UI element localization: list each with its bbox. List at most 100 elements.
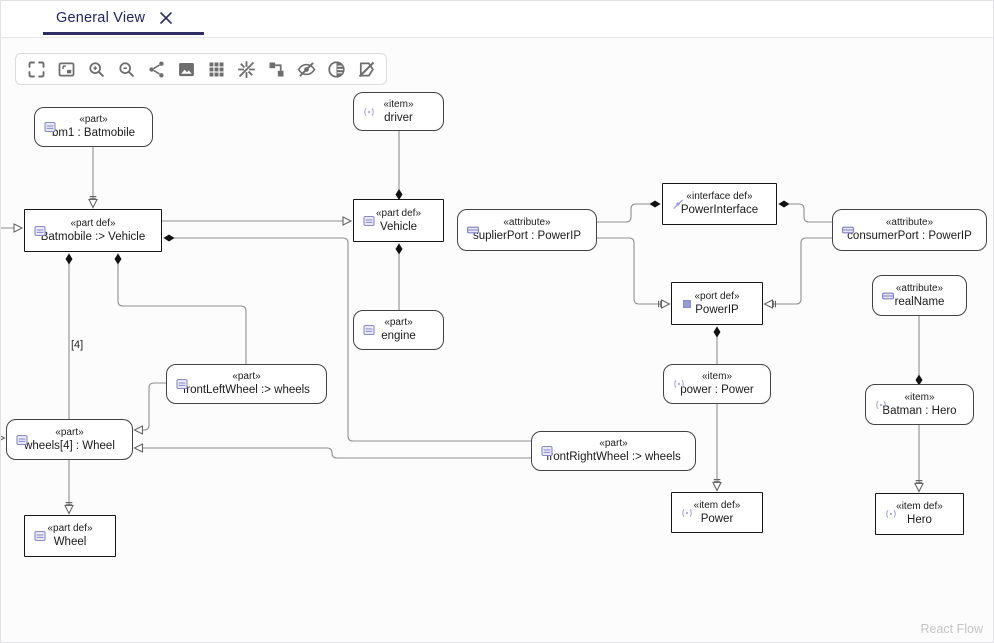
node-front-left-wheel[interactable]: «part»frontLeftWheel :> wheels — [166, 364, 327, 404]
part-icon — [363, 215, 375, 226]
diagram-canvas[interactable]: «part»bm1 : Batmobile«item»driver«part d… — [1, 38, 993, 642]
node-name: Batman : Hero — [882, 404, 957, 417]
node-name: bm1 : Batmobile — [51, 127, 136, 139]
node-stereotype: «item def» — [896, 501, 943, 512]
part-icon — [176, 378, 188, 390]
node-suplier-port[interactable]: «attribute» suplierPort : PowerIP — [457, 209, 597, 251]
auto-layout-icon — [269, 62, 283, 76]
edge-layer — [1, 131, 924, 515]
react-flow-attribution[interactable]: React Flow — [920, 622, 983, 636]
item-icon — [682, 508, 692, 517]
toolbar-zoom-in-button[interactable] — [83, 57, 109, 81]
item-icon — [364, 107, 374, 116]
fit-view-icon — [58, 62, 74, 76]
node-name: wheels[4] : Wheel — [24, 439, 115, 452]
toolbar-snap-off-button[interactable] — [233, 57, 259, 81]
edge-suplier-to-powerinterface[interactable] — [597, 200, 661, 223]
node-stereotype: «item» — [383, 98, 414, 110]
edge-multiplicity-label: [4] — [71, 339, 84, 351]
node-stereotype: «part def» — [375, 207, 422, 219]
active-tab-indicator — [43, 32, 204, 35]
node-wheel-def[interactable]: «part def» Wheel — [24, 515, 116, 557]
item-icon — [876, 400, 886, 409]
node-bm1[interactable]: «part» bm1 : Batmobile — [34, 107, 153, 147]
node-power-interface[interactable]: «interface def»PowerInterface — [662, 183, 777, 225]
tab-label: General View — [56, 9, 146, 26]
node-engine[interactable]: «part» engine — [353, 310, 444, 350]
node-stereotype: «part» — [79, 114, 108, 125]
node-stereotype: «item» — [701, 371, 732, 382]
node-hero-def[interactable]: «item def»Hero — [875, 493, 964, 535]
node-powerip-def[interactable]: «port def»PowerIP — [671, 282, 763, 325]
node-stereotype: «part» — [232, 371, 261, 382]
edge-frontright-to-wheels[interactable] — [133, 443, 532, 459]
part-icon — [44, 121, 56, 133]
node-name: suplierPort : PowerIP — [472, 230, 581, 242]
node-stereotype: «item» — [904, 391, 935, 403]
tab-bar: General View — [1, 1, 993, 38]
toolbar-auto-layout-button[interactable] — [263, 57, 289, 81]
share-icon — [148, 61, 164, 77]
node-name: power : Power — [680, 384, 754, 396]
edge-frontleft-to-batmobile[interactable] — [114, 253, 247, 365]
node-name: Vehicle — [379, 220, 418, 233]
node-stereotype: «attribute» — [503, 217, 551, 228]
node-name: engine — [381, 330, 416, 342]
fullscreen-icon — [28, 61, 44, 77]
toolbar-fullscreen-button[interactable] — [23, 57, 49, 81]
part-icon — [34, 530, 46, 542]
hide-element-icon — [297, 61, 315, 77]
toolbar-share-button[interactable] — [143, 57, 169, 81]
node-stereotype: «port def» — [694, 290, 740, 302]
part-icon — [363, 324, 375, 336]
node-stereotype: «part» — [599, 438, 628, 449]
node-batmobile-def[interactable]: «part def»Batmobile :> Vehicle — [24, 209, 162, 252]
node-name: driver — [384, 111, 413, 124]
node-consumer-port[interactable]: «attribute» consumerPort : PowerIP — [832, 209, 987, 251]
edge-frontright-to-batmobile[interactable] — [163, 234, 532, 442]
toolbar-fit-view-button[interactable] — [53, 57, 79, 81]
edge-frontleft-to-wheels[interactable] — [133, 382, 167, 435]
node-name: PowerIP — [695, 303, 739, 316]
port-icon — [683, 299, 691, 308]
node-stereotype: «part def» — [70, 217, 116, 229]
node-driver[interactable]: «item»driver — [353, 92, 444, 131]
item-icon — [674, 379, 684, 389]
node-name: consumerPort : PowerIP — [847, 230, 972, 242]
attribute-icon — [881, 292, 895, 299]
toolbar-label-off-button[interactable] — [353, 57, 379, 81]
node-stereotype: «part» — [384, 317, 413, 328]
node-batman[interactable]: «item»Batman : Hero — [865, 384, 974, 425]
tab-general-view[interactable]: General View — [56, 1, 173, 34]
grid-icon — [209, 62, 223, 76]
toolbar-export-image-button[interactable] — [173, 57, 199, 81]
diagram-toolbar — [15, 53, 387, 85]
toolbar-zoom-out-button[interactable] — [113, 57, 139, 81]
edge-consumer-to-powerip[interactable] — [763, 237, 833, 309]
toolbar-grid-button[interactable] — [203, 57, 229, 81]
edge-suplier-to-powerip[interactable] — [597, 237, 671, 309]
export-image-icon — [178, 62, 194, 76]
node-name: Wheel — [53, 536, 87, 548]
tab-close-button[interactable] — [159, 11, 173, 25]
node-stereotype: «item def» — [693, 499, 741, 511]
node-stereotype: «part def» — [47, 523, 93, 534]
node-stereotype: «interface def» — [686, 191, 753, 202]
node-realname[interactable]: «attribute»realName — [872, 275, 967, 316]
node-power[interactable]: «item» power : Power — [663, 364, 771, 404]
node-front-right-wheel[interactable]: «part»frontRightWheel :> wheels — [531, 431, 696, 471]
toolbar-contrast-button[interactable] — [323, 57, 349, 81]
node-stereotype: «attribute» — [885, 217, 934, 228]
close-icon — [160, 11, 172, 24]
node-name: Power — [700, 512, 734, 525]
edge-consumer-to-powerinterface[interactable] — [778, 200, 833, 223]
toolbar-hide-element-button[interactable] — [293, 57, 319, 81]
node-power-def[interactable]: «item def»Power — [671, 492, 763, 533]
interface-icon — [673, 199, 684, 210]
node-vehicle-def[interactable]: «part def»Vehicle — [353, 199, 444, 242]
snap-off-icon — [237, 60, 255, 78]
node-stereotype: «attribute» — [895, 282, 944, 294]
node-wheels[interactable]: «part»wheels[4] : Wheel — [6, 419, 133, 460]
label-off-icon — [358, 61, 374, 77]
